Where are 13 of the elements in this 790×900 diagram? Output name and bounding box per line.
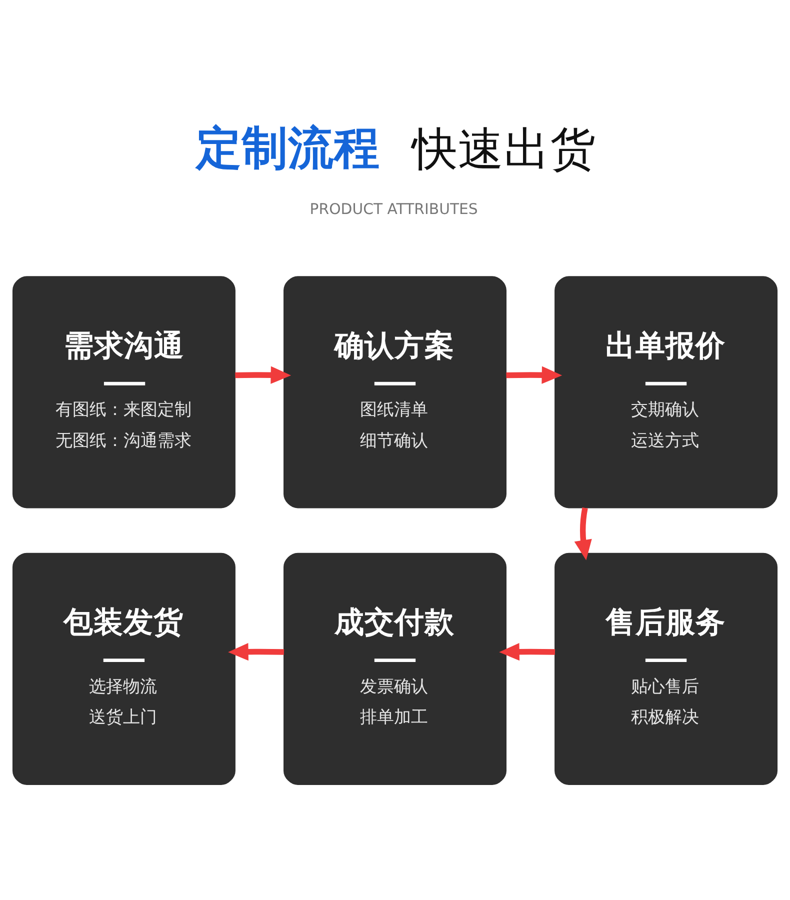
- node-box: 售后服务 贴心售后 积极解决: [554, 552, 778, 784]
- diagram-title: 定制流程 快速出货: [196, 120, 596, 176]
- arrow: [499, 642, 556, 660]
- node-box: 包装发货 选择物流 送货上门: [12, 552, 236, 784]
- node-box: 需求沟通 有图纸：来图定制 无图纸：沟通需求: [12, 276, 236, 508]
- arrow: [574, 506, 592, 560]
- arrow: [506, 366, 562, 384]
- node-box: 成交付款 发票确认 排单加工: [284, 552, 506, 784]
- label: PRODUCT ATTRIBUTES: [310, 200, 478, 218]
- node-box: 确认方案 图纸清单 细节确认: [284, 276, 506, 508]
- arrow: [235, 366, 292, 384]
- node-box: 出单报价 交期确认 运送方式: [554, 276, 778, 508]
- arrow: [228, 642, 284, 660]
